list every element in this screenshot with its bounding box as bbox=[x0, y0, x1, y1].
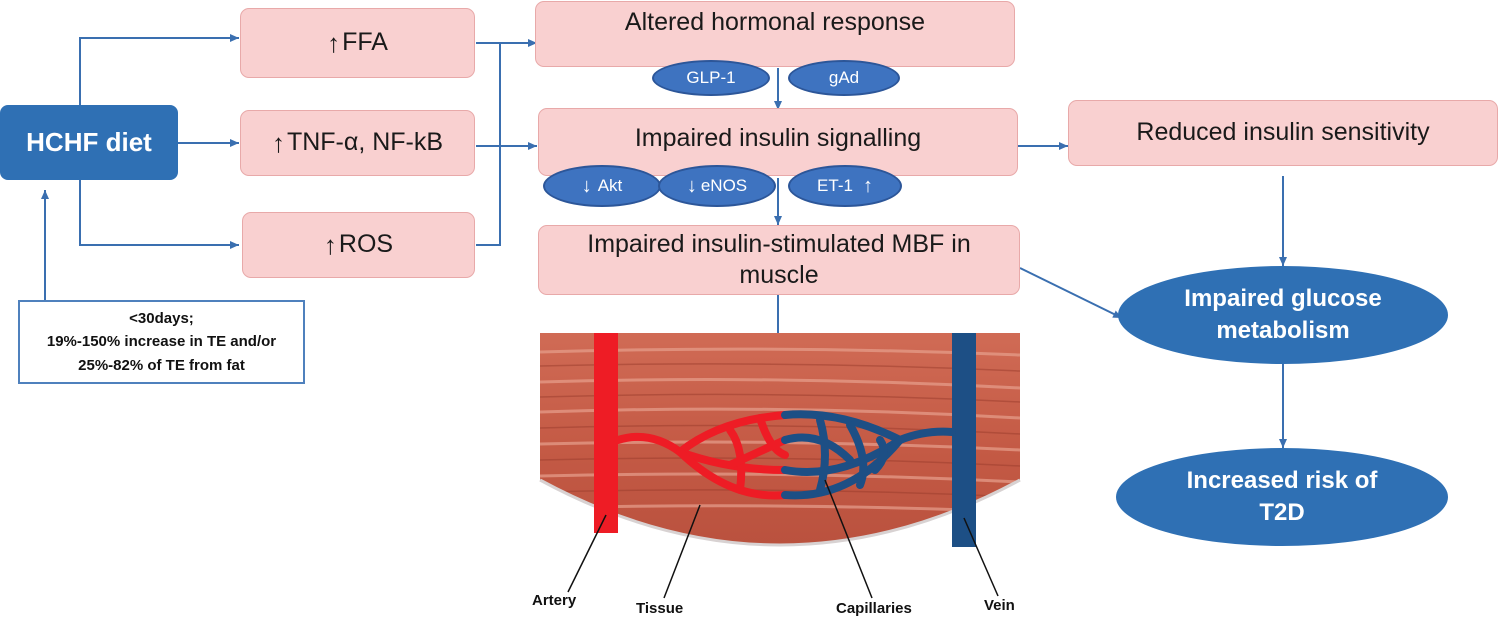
decrease-arrow-icon: ↓ bbox=[581, 174, 592, 197]
gad-label: gAd bbox=[828, 68, 860, 87]
increased-t2d-risk-ellipse: Increased risk of T2D bbox=[1116, 448, 1448, 546]
increase-arrow-icon: ↑ bbox=[862, 174, 873, 197]
decrease-arrow-icon: ↓ bbox=[686, 174, 697, 197]
note-line-3: 25%-82% of TE from fat bbox=[78, 356, 245, 374]
hchf-diet-box: HCHF diet bbox=[0, 105, 178, 180]
vein-label: Vein bbox=[984, 597, 1015, 614]
glucose-line-2: metabolism bbox=[1216, 317, 1350, 344]
mbf-box: Impaired insulin-stimulated MBF in muscl… bbox=[538, 225, 1020, 295]
arrow-to-ffa bbox=[79, 34, 239, 105]
arrow-to-ros bbox=[79, 180, 239, 249]
insulin-signalling-label: Impaired insulin signalling bbox=[634, 124, 922, 153]
capillaries-label: Capillaries bbox=[836, 600, 912, 617]
tnf-box: ↑ TNF-α, NF-kB bbox=[240, 110, 475, 176]
insulin-signalling-box: Impaired insulin signalling bbox=[538, 108, 1018, 176]
insulin-sensitivity-box: Reduced insulin sensitivity bbox=[1068, 100, 1498, 166]
risk-line-2: T2D bbox=[1259, 499, 1305, 526]
risk-line-1: Increased risk of bbox=[1186, 466, 1378, 494]
tnf-label: TNF-α, NF-kB bbox=[286, 128, 444, 157]
venous-capillaries bbox=[781, 410, 956, 500]
artery-label: Artery bbox=[532, 592, 577, 609]
ros-label: ROS bbox=[338, 230, 394, 259]
impaired-glucose-metabolism-ellipse: Impaired glucose metabolism bbox=[1118, 266, 1448, 364]
insulin-sensitivity-label: Reduced insulin sensitivity bbox=[1136, 118, 1430, 147]
et1-label: ET-1 bbox=[817, 176, 853, 195]
mbf-label-line-2: muscle bbox=[739, 261, 819, 289]
akt-label: Akt bbox=[597, 176, 623, 195]
ros-box: ↑ ROS bbox=[242, 212, 475, 278]
arterial-capillaries bbox=[614, 411, 789, 500]
enos-label: eNOS bbox=[700, 176, 748, 195]
diet-definition-note: <30days; 19%-150% increase in TE and/or … bbox=[18, 300, 305, 384]
hormonal-response-box: Altered hormonal response bbox=[535, 1, 1015, 67]
hchf-diet-label: HCHF diet bbox=[26, 127, 152, 157]
mbf-label-line-1: Impaired insulin-stimulated MBF in bbox=[587, 229, 971, 258]
akt-pill: ↓ Akt bbox=[543, 165, 661, 207]
muscle-illustration bbox=[539, 333, 1021, 599]
glucose-line-1: Impaired glucose bbox=[1184, 284, 1382, 312]
glp1-label: GLP-1 bbox=[686, 68, 736, 87]
ffa-label: FFA bbox=[342, 28, 388, 57]
increase-arrow-icon: ↑ bbox=[327, 27, 341, 58]
artery-vessel bbox=[594, 333, 618, 533]
note-line-2: 19%-150% increase in TE and/or bbox=[46, 333, 277, 351]
vein-vessel bbox=[952, 333, 976, 547]
et1-pill: ET-1 ↑ bbox=[788, 165, 902, 207]
glp1-pill: GLP-1 bbox=[652, 60, 770, 96]
hormonal-response-label: Altered hormonal response bbox=[624, 8, 926, 37]
increase-arrow-icon: ↑ bbox=[271, 127, 285, 158]
note-line-1: <30days; bbox=[129, 310, 194, 328]
gad-pill: gAd bbox=[788, 60, 900, 96]
tissue-label: Tissue bbox=[636, 600, 684, 617]
increase-arrow-icon: ↑ bbox=[323, 229, 337, 260]
enos-pill: ↓ eNOS bbox=[658, 165, 776, 207]
ffa-box: ↑ FFA bbox=[240, 8, 475, 78]
